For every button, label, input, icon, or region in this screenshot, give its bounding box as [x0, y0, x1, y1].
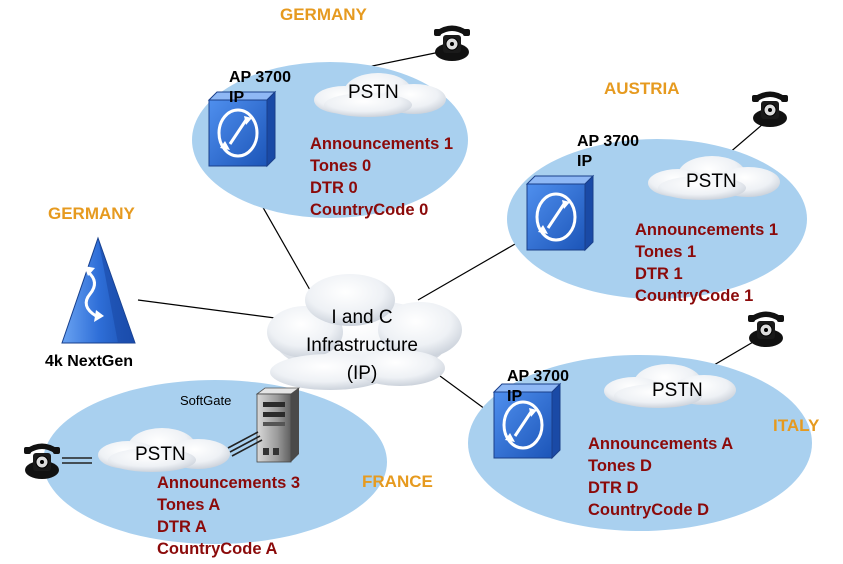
country-label: AUSTRIA [604, 79, 680, 98]
telephone-icon [751, 91, 789, 128]
softgate-connector [227, 431, 263, 457]
pstn-label: PSTN [652, 380, 703, 401]
ap-label-line2: IP [577, 153, 592, 170]
country-label: FRANCE [362, 472, 433, 491]
ap-label-line2: IP [229, 89, 244, 106]
pstn-label: PSTN [135, 444, 186, 465]
core-line3: (IP) [347, 363, 378, 384]
pstn-label: PSTN [348, 82, 399, 103]
country-label: ITALY [773, 416, 820, 435]
config-tones: Tones 1 [635, 243, 696, 261]
config-dtr: DTR A [157, 518, 207, 536]
ap-label-line1: AP 3700 [577, 133, 639, 150]
nextgen-label: 4k NextGen [45, 353, 133, 370]
ap-label-line1: AP 3700 [229, 69, 291, 86]
config-dtr: DTR D [588, 479, 638, 497]
site-germany: GERMANY PSTN AP 3700 IP Announcements 1 … [192, 5, 468, 219]
config-countrycode: CountryCode D [588, 501, 709, 519]
config-announcements: Announcements 1 [310, 135, 453, 153]
site-france: FRANCE PSTN SoftGate Announcements 3 Ton… [43, 380, 433, 558]
config-tones: Tones D [588, 457, 652, 475]
ap-label-line2: IP [507, 388, 522, 405]
config-announcements: Announcements 3 [157, 474, 300, 492]
ap3700-icon [525, 174, 595, 252]
nextgen-pyramid-icon [61, 236, 136, 344]
site-italy: ITALY PSTN AP 3700 IP Announcements A To… [468, 355, 820, 531]
telephone-icon [747, 311, 785, 348]
config-dtr: DTR 1 [635, 265, 683, 283]
core-line2: Infrastructure [306, 335, 418, 356]
country-label: GERMANY [280, 5, 368, 24]
cloud-icon [267, 274, 462, 390]
config-countrycode: CountryCode 1 [635, 287, 753, 305]
config-announcements: Announcements A [588, 435, 733, 453]
config-tones: Tones 0 [310, 157, 371, 175]
site-austria: AUSTRIA PSTN AP 3700 IP Announcements 1 … [507, 79, 807, 305]
phone-connector [62, 457, 92, 464]
nextgen-country-label: GERMANY [48, 204, 136, 223]
config-countrycode: CountryCode A [157, 540, 277, 558]
core-infrastructure: I and C Infrastructure (IP) [267, 274, 462, 390]
core-line1: I and C [331, 307, 392, 328]
softgate-label: SoftGate [180, 393, 231, 408]
config-countrycode: CountryCode 0 [310, 201, 428, 219]
ap3700-icon [492, 382, 562, 460]
config-announcements: Announcements 1 [635, 221, 778, 239]
softgate-server-icon [255, 387, 301, 463]
nextgen-node: GERMANY 4k NextGen [45, 204, 136, 370]
ap-label-line1: AP 3700 [507, 368, 569, 385]
pstn-label: PSTN [686, 171, 737, 192]
telephone-icon [433, 25, 471, 62]
config-dtr: DTR 0 [310, 179, 358, 197]
config-tones: Tones A [157, 496, 220, 514]
